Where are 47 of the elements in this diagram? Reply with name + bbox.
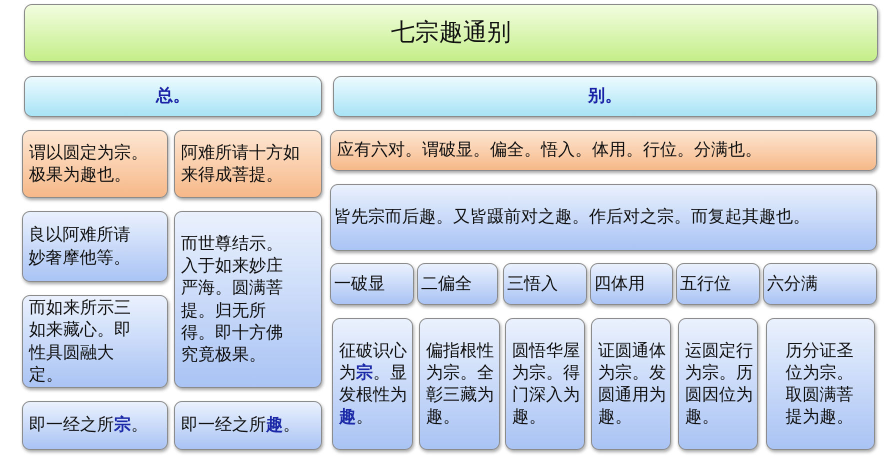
box-text: 二偏全 xyxy=(421,272,472,296)
box-text: 而世尊结示。入于如来妙庄严海。圆满菩提。归无所得。即十方佛究竟极果。 xyxy=(181,233,284,366)
box-text: 皆先宗而后趣。又皆蹑前对之趣。作后对之宗。而复起其趣也。 xyxy=(334,206,810,229)
text-box xyxy=(766,318,875,450)
box-text: 良以阿难所请妙奢摩他等。 xyxy=(28,224,132,269)
text-box xyxy=(678,318,758,450)
box-text: 圆悟华屋为宗。得门深入为趣。 xyxy=(512,340,581,428)
tab-box xyxy=(503,263,587,305)
box-text: 阿难所请十方如来得成菩提。 xyxy=(181,142,301,186)
header-box xyxy=(333,76,877,117)
tab-box xyxy=(330,263,414,305)
text-box xyxy=(174,401,322,450)
box-text: 别。 xyxy=(588,85,622,108)
text-box xyxy=(22,295,168,388)
box-text: 即一经之所趣。 xyxy=(181,414,300,437)
box-text: 历分证圣位为宗。取圆满菩提为趣。 xyxy=(785,340,854,428)
box-text: 征破识心为宗。显发根性为趣。 xyxy=(339,340,408,428)
tab-box xyxy=(763,263,877,305)
text-box xyxy=(174,211,322,388)
tab-box xyxy=(676,263,760,305)
title-banner: 七宗趣通别 xyxy=(24,4,878,62)
box-text: 即一经之所宗。 xyxy=(29,414,148,437)
tab-box xyxy=(590,263,673,305)
text-box xyxy=(174,130,322,198)
box-text: 证圆通体为宗。发圆通用为趣。 xyxy=(598,340,667,428)
text-box xyxy=(591,318,671,450)
text-box xyxy=(22,401,168,450)
box-text: 应有六对。谓破显。偏全。悟入。体用。行位。分满也。 xyxy=(337,139,762,162)
box-text: 六分满 xyxy=(767,272,818,296)
box-text: 总。 xyxy=(156,85,190,108)
box-text: 四体用 xyxy=(594,272,645,296)
tab-box xyxy=(417,263,498,305)
box-text: 偏指根性为宗。全彰三藏为趣。 xyxy=(426,340,495,428)
text-box xyxy=(22,130,168,198)
text-box xyxy=(419,318,500,450)
box-text: 五行位 xyxy=(680,272,731,296)
text-box xyxy=(330,130,877,171)
text-box xyxy=(22,211,168,282)
text-box xyxy=(330,184,877,251)
box-text: 而如来所示三如来藏心。即性具圆融大定。 xyxy=(29,297,132,386)
text-box xyxy=(332,318,413,450)
box-text: 谓以圆定为宗。极果为趣也。 xyxy=(29,142,149,186)
text-box xyxy=(505,318,585,450)
box-text: 运圆定行为宗。历圆因位为趣。 xyxy=(685,340,754,428)
header-box xyxy=(24,76,322,117)
box-text: 一破显 xyxy=(334,272,385,296)
box-text: 三悟入 xyxy=(507,272,558,296)
